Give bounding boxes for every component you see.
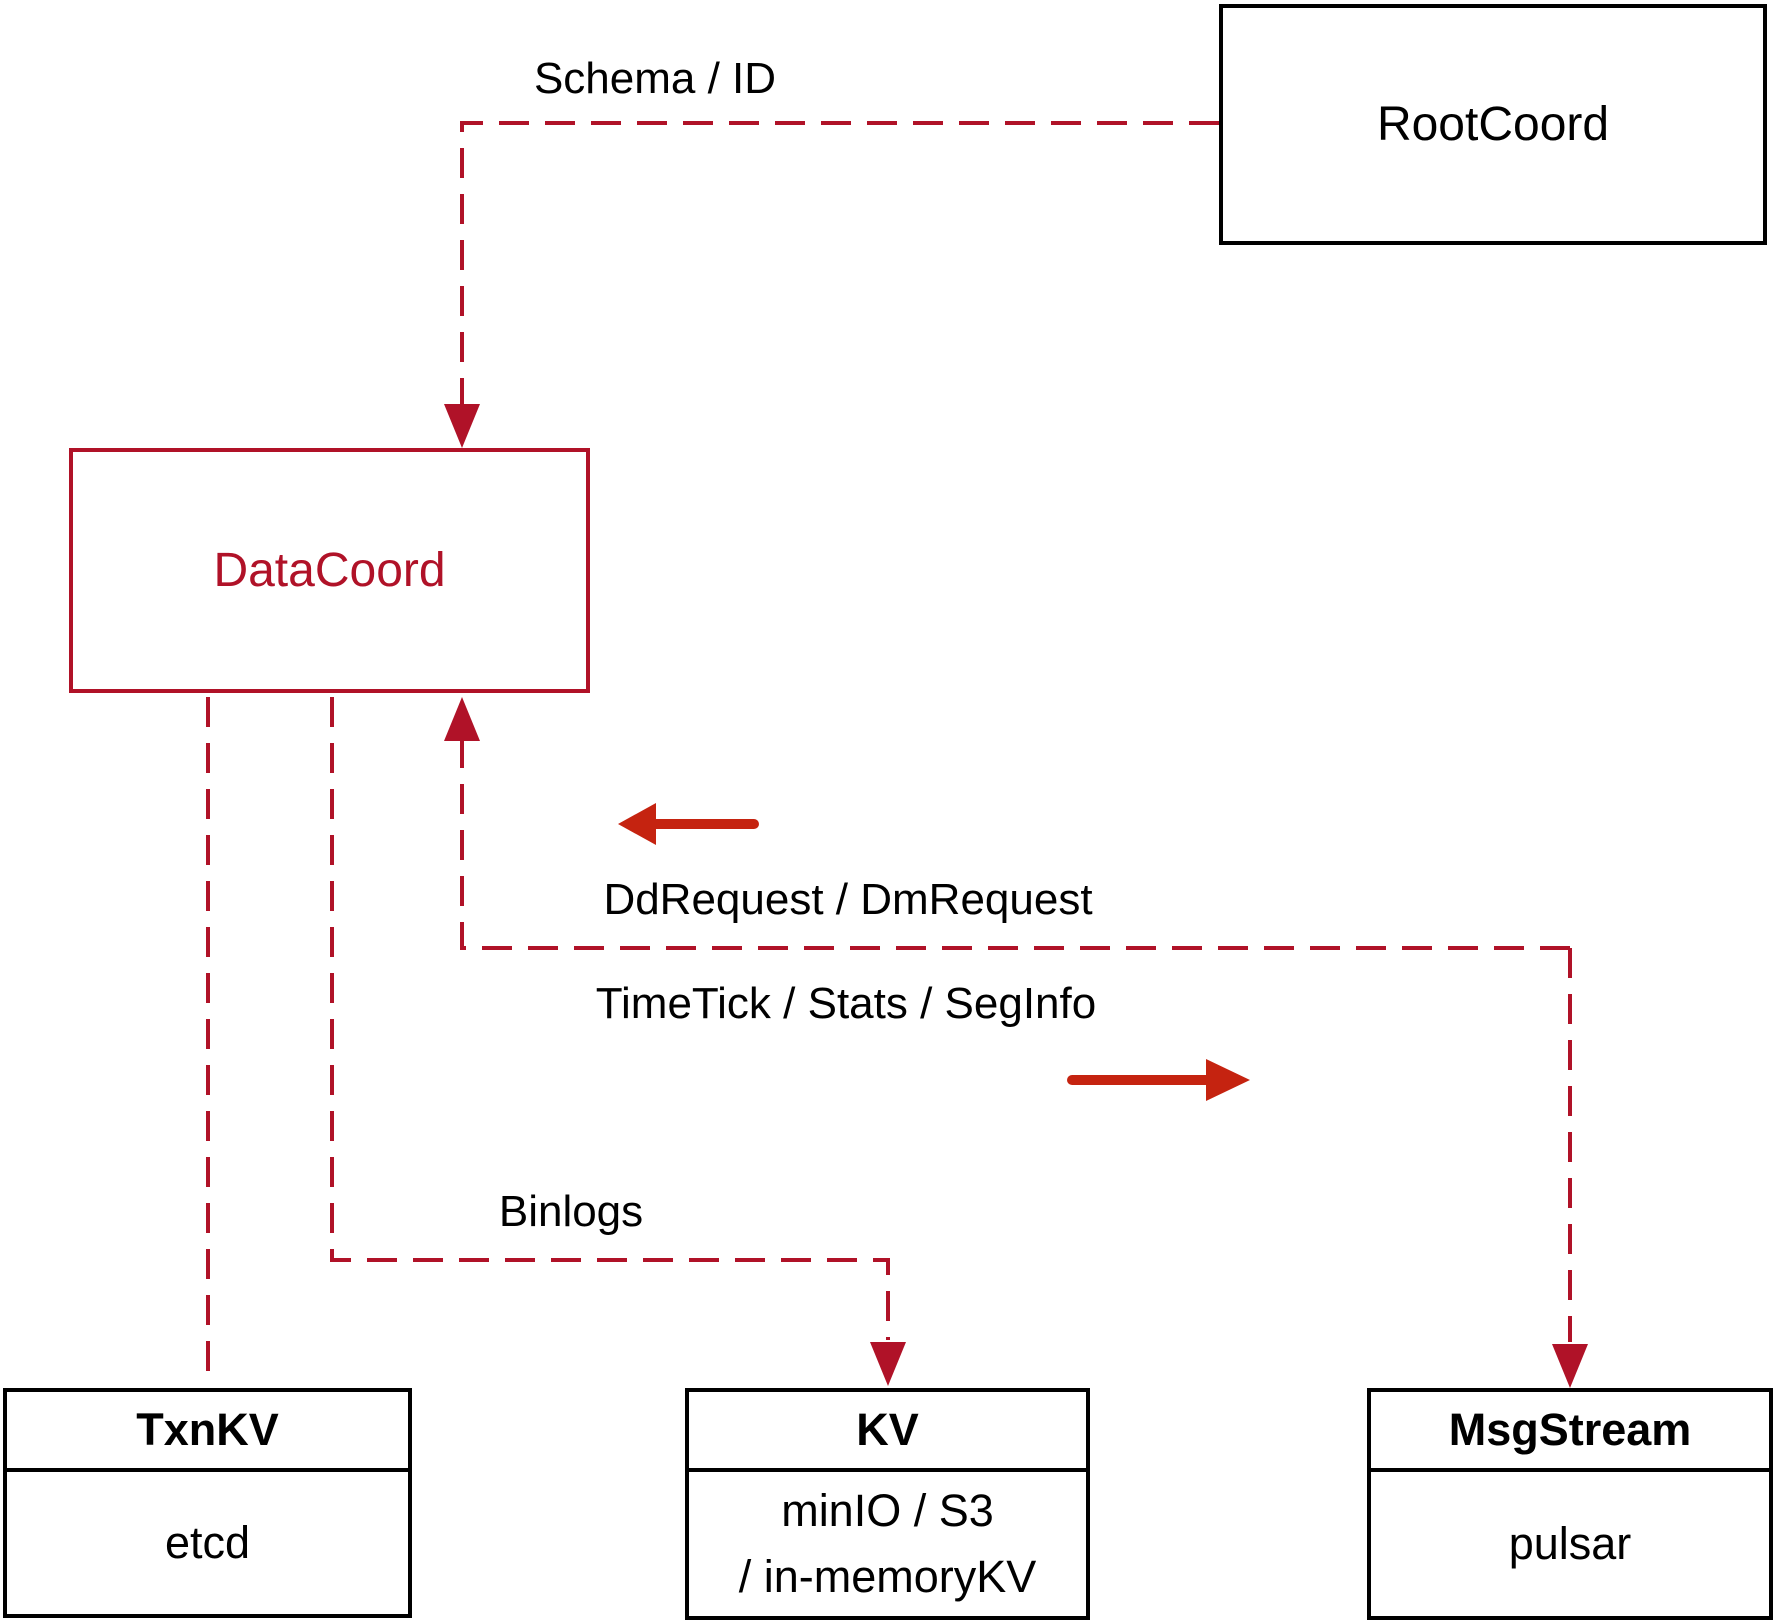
arrowhead-down-kv [870, 1342, 906, 1386]
msgstream-body: pulsar [1371, 1472, 1769, 1616]
datacoord-label: DataCoord [213, 544, 446, 597]
edge-binlogs [330, 697, 906, 1386]
kv-body-line: minIO / S3 [781, 1485, 994, 1536]
kv-body: minIO / S3 / in-memoryKV [689, 1472, 1086, 1616]
binlogs-label: Binlogs [498, 1187, 644, 1236]
txnkv-box: TxnKV etcd [3, 1388, 412, 1618]
rootcoord-label: RootCoord [1376, 98, 1610, 151]
msgstream-title: MsgStream [1371, 1392, 1769, 1472]
ddrequest-label: DdRequest / DmRequest [603, 875, 1093, 924]
arrowhead-down-datacoord [444, 404, 480, 448]
txnkv-body-line: etcd [164, 1517, 251, 1568]
txnkv-body: etcd [7, 1472, 408, 1614]
msgstream-box: MsgStream pulsar [1367, 1388, 1773, 1620]
arrowhead-down-msgstream [1552, 1344, 1588, 1388]
kv-box: KV minIO / S3 / in-memoryKV [685, 1388, 1090, 1620]
txnkv-title: TxnKV [7, 1392, 408, 1472]
left-direction-arrow [618, 803, 759, 845]
kv-body-line: / in-memoryKV [738, 1551, 1037, 1602]
datacoord-box: DataCoord [69, 448, 590, 693]
schema-id-label: Schema / ID [533, 54, 777, 103]
timetick-label: TimeTick / Stats / SegInfo [595, 979, 1097, 1028]
kv-title: KV [689, 1392, 1086, 1472]
edge-timetick-msgstream [1552, 948, 1588, 1388]
right-direction-arrow [1067, 1059, 1250, 1101]
edge-schema-id [444, 121, 1219, 448]
rootcoord-box: RootCoord [1219, 4, 1767, 245]
arrowhead-up-datacoord [444, 697, 480, 741]
msgstream-body-line: pulsar [1508, 1518, 1632, 1569]
